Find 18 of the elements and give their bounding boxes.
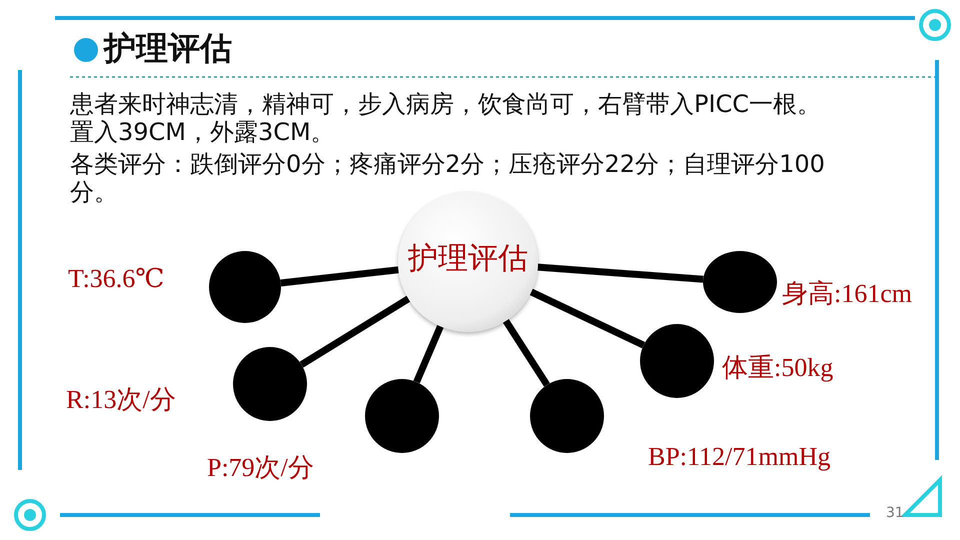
note-text: 各类评分：跌倒评分0分；疼痛评分2分；压疮评分22分；自理评分100分。 xyxy=(70,150,826,206)
connector-line xyxy=(300,296,410,368)
measurement-label: R:13次/分 xyxy=(66,384,176,416)
measurement-label: BP:112/71mmHg xyxy=(648,442,831,472)
measurement-label: 身高:161cm xyxy=(782,278,912,310)
connector-line xyxy=(530,288,646,348)
connector-line xyxy=(280,266,399,286)
note-text: 患者来时神志清，精神可，步入病房，饮食尚可，右臂带入PICC一根。 xyxy=(70,90,822,118)
slide-title: 护理评估 xyxy=(104,28,232,68)
connector-line xyxy=(538,264,704,283)
measurement-label: 体重:50kg xyxy=(722,352,834,384)
measurement-label: T:36.6℃ xyxy=(68,264,164,294)
note-text: 置入39CM，外露3CM。 xyxy=(70,118,336,146)
connector-line xyxy=(413,324,444,384)
page-number: 31 xyxy=(886,505,904,521)
hub-label: 护理评估 xyxy=(408,240,528,278)
connector-line xyxy=(502,318,550,387)
measurement-label: P:79次/分 xyxy=(207,452,314,484)
